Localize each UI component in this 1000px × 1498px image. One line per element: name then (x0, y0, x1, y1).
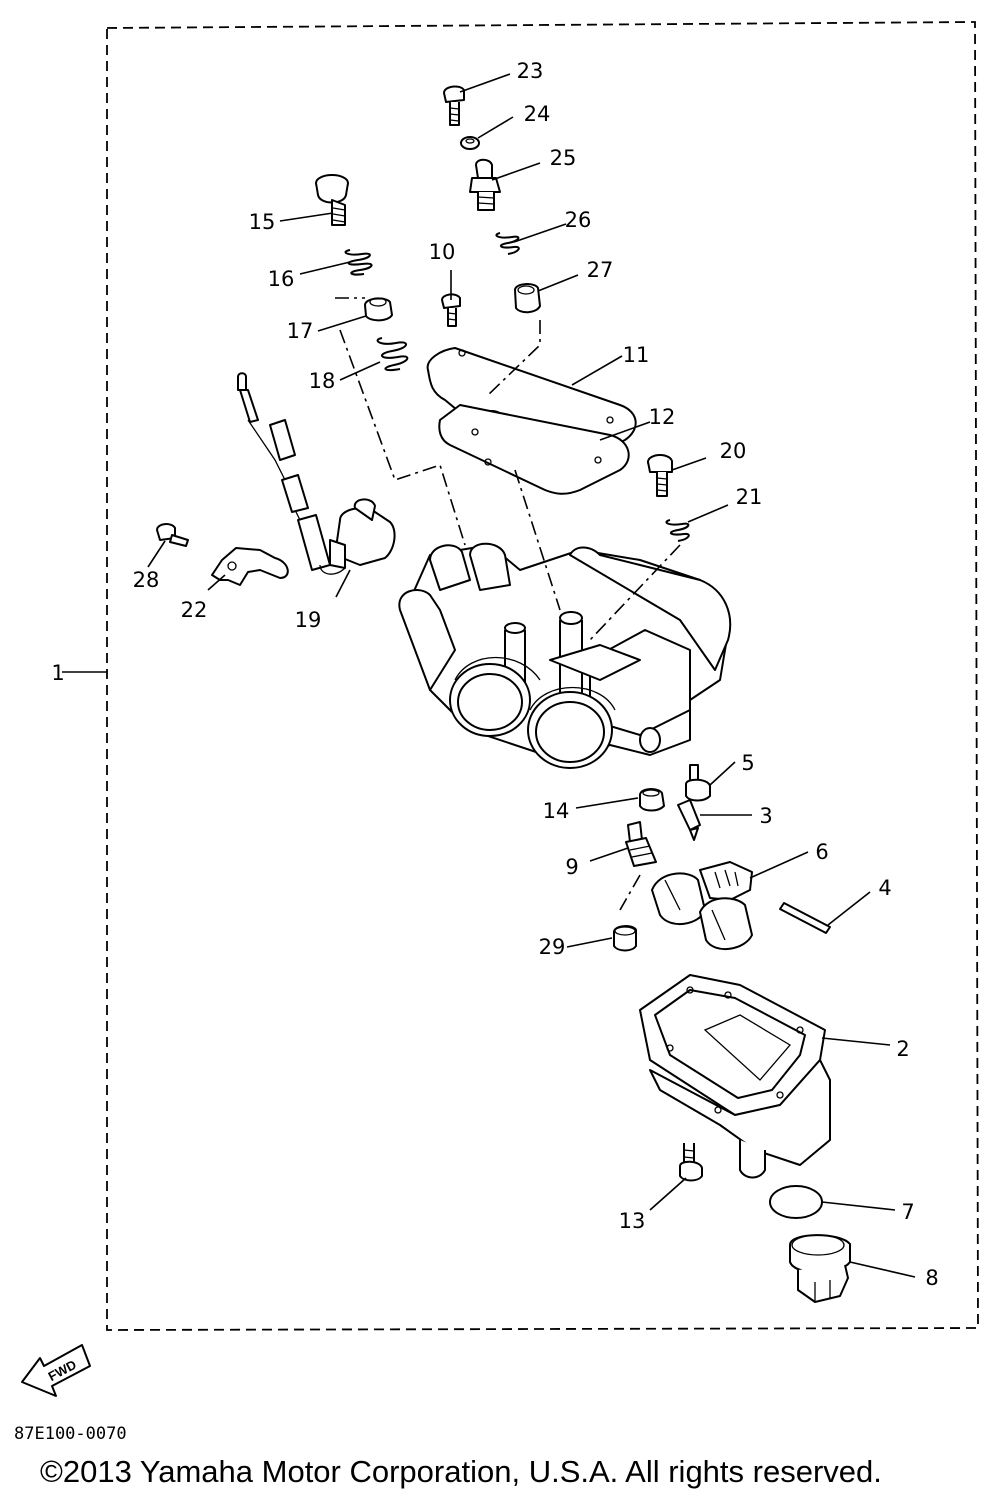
screw-28[interactable] (156, 523, 189, 547)
float-chamber-2[interactable] (639, 974, 831, 1179)
callout-15: 15 (249, 210, 276, 234)
callout-8: 8 (925, 1266, 938, 1290)
diagram-code: 87E100-0070 (14, 1424, 127, 1444)
callout-11: 11 (623, 343, 650, 367)
callout-24: 24 (524, 102, 551, 126)
cap-27[interactable] (514, 283, 541, 314)
centerline-15-body (335, 297, 466, 546)
callout-6: 6 (815, 840, 828, 864)
centerline-9-29 (619, 874, 641, 911)
holder-25[interactable] (469, 158, 501, 211)
callout-9: 9 (565, 855, 578, 879)
callout-17: 17 (287, 319, 314, 343)
callout-4: 4 (878, 876, 891, 900)
spring-26[interactable] (495, 232, 520, 255)
starter-plunger-19[interactable] (237, 372, 396, 575)
needle-valve-3[interactable] (677, 799, 701, 841)
bracket-22[interactable] (211, 547, 289, 586)
cover-gasket[interactable] (438, 404, 630, 495)
plug-29[interactable] (613, 925, 637, 952)
screw-23[interactable] (443, 85, 465, 126)
callout-23: 23 (517, 59, 544, 83)
callout-19: 19 (295, 608, 322, 632)
callout-26: 26 (565, 208, 592, 232)
copyright-notice: ©2013 Yamaha Motor Corporation, U.S.A. A… (40, 1454, 882, 1489)
callout-21: 21 (736, 485, 763, 509)
callout-1: 1 (51, 661, 64, 685)
callout-27: 27 (587, 258, 614, 282)
centerline-27-cover (487, 320, 541, 396)
leader-lines (62, 73, 916, 1278)
jet-14[interactable] (639, 788, 665, 812)
callout-labels: 1 2 3 4 5 6 7 8 9 10 11 12 13 14 15 16 1… (51, 59, 938, 1290)
callout-28: 28 (133, 568, 160, 592)
fwd-arrow-icon: FWD (21, 1344, 91, 1397)
callout-14: 14 (543, 799, 570, 823)
callout-22: 22 (181, 598, 208, 622)
screw-15[interactable] (315, 174, 349, 226)
carburetor-body[interactable] (398, 542, 732, 769)
spring-18[interactable] (376, 337, 409, 372)
callout-20: 20 (720, 439, 747, 463)
callout-25: 25 (550, 146, 577, 170)
callout-12: 12 (649, 405, 676, 429)
callout-18: 18 (309, 369, 336, 393)
assembly-frame (106, 21, 979, 1331)
spring-21[interactable] (665, 519, 690, 542)
drain-plug-8[interactable] (789, 1234, 851, 1303)
float-6[interactable] (651, 861, 753, 951)
jet-9[interactable] (625, 821, 657, 867)
washer-17[interactable] (364, 297, 393, 322)
screw-5[interactable] (685, 764, 711, 802)
centerline-20-body (589, 544, 681, 641)
screw-10[interactable] (441, 293, 461, 327)
screw-20[interactable] (647, 454, 673, 497)
o-ring-7[interactable] (769, 1185, 823, 1219)
callout-2: 2 (896, 1037, 909, 1061)
callout-5: 5 (741, 751, 754, 775)
callout-10: 10 (429, 240, 456, 264)
callout-29: 29 (539, 935, 566, 959)
callout-7: 7 (901, 1200, 914, 1224)
callout-3: 3 (759, 804, 772, 828)
callout-13: 13 (619, 1209, 646, 1233)
callout-16: 16 (268, 267, 295, 291)
spring-16[interactable] (344, 249, 373, 276)
float-pin-4[interactable] (779, 902, 831, 934)
centerline-cover-body (514, 469, 561, 611)
screw-13[interactable] (679, 1143, 703, 1182)
washer-24[interactable] (460, 136, 480, 150)
